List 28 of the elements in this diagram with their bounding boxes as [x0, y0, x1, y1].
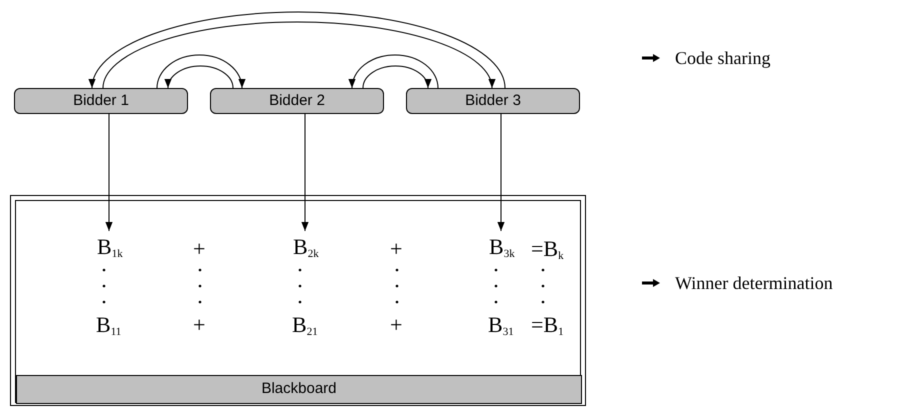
- note-text: Code sharing: [675, 47, 770, 70]
- arrow: [156, 54, 245, 88]
- blackboard-band: Blackboard: [16, 375, 582, 404]
- bid-term: B$_{1k}$: [97, 234, 131, 260]
- formula-term: B$_{31}$: [488, 312, 514, 338]
- formula-term: B$_{21}$: [292, 312, 318, 338]
- formula-term: =B$_{1}$: [531, 312, 564, 338]
- bid-term: B$_{2k}$: [293, 234, 327, 260]
- bid-term: B$_{3k}$: [489, 234, 523, 260]
- blackboard-frame: [10, 195, 586, 406]
- arrow: [349, 54, 438, 88]
- arrow: [90, 12, 506, 88]
- formula-term: +: [390, 312, 402, 338]
- arrow: [165, 66, 234, 88]
- arrow: [497, 114, 505, 232]
- arrow: [362, 66, 431, 88]
- formula-term: +: [390, 236, 402, 262]
- process-box: Bidder 2: [210, 88, 384, 114]
- arrow: [102, 22, 494, 88]
- arrow: [105, 114, 113, 232]
- process-box: Bidder 1: [14, 88, 188, 114]
- note-text: Winner determination: [675, 272, 833, 295]
- arrow: [301, 114, 309, 232]
- process-box: Bidder 3: [406, 88, 580, 114]
- formula-term: =B$_{k}$: [531, 236, 564, 262]
- formula-term: +: [193, 236, 206, 262]
- formula-term: +: [193, 312, 206, 338]
- formula-term: B$_{11}$: [96, 312, 122, 338]
